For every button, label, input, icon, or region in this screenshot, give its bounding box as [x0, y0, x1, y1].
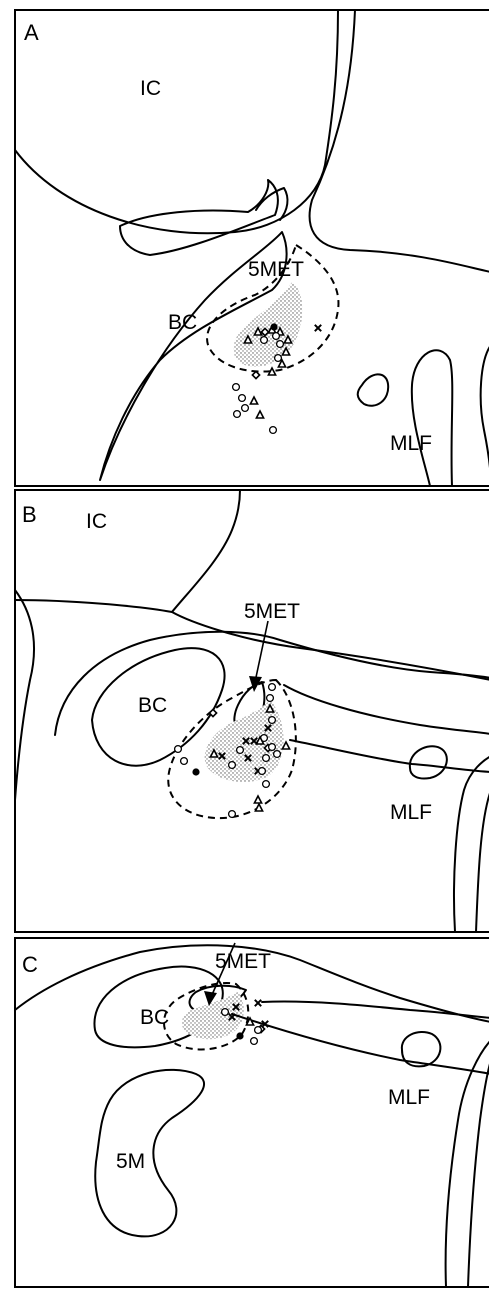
panel-a-triangle-marker — [268, 368, 275, 375]
panel-c-5m-outline — [95, 1070, 204, 1237]
panel-b-tract — [290, 740, 489, 772]
panel-b-triangle-marker — [282, 742, 289, 749]
panel-a-markers — [233, 323, 322, 433]
panel-a-frame — [15, 10, 489, 486]
panel-a-cross-marker — [315, 325, 321, 331]
panel-a-gyrus-1 — [120, 180, 278, 255]
panel-c-letter: C — [22, 952, 38, 977]
panel-a-mlf-outline — [412, 350, 452, 486]
panel-b-open-circle-marker — [263, 755, 270, 762]
panel-c-bc-label: BC — [140, 1006, 169, 1029]
panel-a-open-circle-marker — [273, 333, 280, 340]
panel-b-midline-2 — [476, 790, 489, 932]
panel-b-filled-dot-marker — [192, 768, 199, 775]
panel-a-open-circle-marker — [234, 411, 241, 418]
panel-a-midline — [481, 345, 489, 486]
panel-b-left-lobe — [15, 590, 34, 800]
panel-b-open-circle-marker — [181, 758, 188, 765]
panel-c-open-circle-marker — [251, 1038, 258, 1045]
panel-a: A IC 5MET BC MLF — [15, 10, 489, 486]
panel-b: B IC 5MET BC MLF — [15, 490, 489, 932]
panel-a-triangle-marker — [256, 411, 263, 418]
panel-b-triangle-marker — [255, 804, 262, 811]
panel-a-diamond-marker — [252, 371, 259, 378]
panel-b-frame — [15, 490, 489, 932]
panel-b-ic-outline — [15, 490, 240, 612]
panel-b-open-circle-marker — [269, 744, 276, 751]
panel-b-open-circle-marker — [267, 695, 274, 702]
panel-a-5met-label: 5MET — [248, 258, 304, 281]
panel-c-filled-dot-marker — [236, 1032, 243, 1039]
panel-c-5m-label: 5M — [116, 1150, 145, 1173]
panel-c-5met-label: 5MET — [215, 950, 271, 973]
panel-b-mlf-outline — [410, 746, 447, 778]
panel-b-open-circle-marker — [269, 717, 276, 724]
panel-b-mlf-label: MLF — [390, 801, 432, 824]
panel-b-triangle-marker — [254, 796, 261, 803]
panel-b-5met-arrow — [255, 621, 268, 682]
panel-a-open-circle-marker — [261, 337, 268, 344]
panel-a-open-circle-marker — [277, 341, 284, 348]
panel-c: C 5MET BC MLF 5M — [15, 938, 489, 1287]
panel-a-bc-label: BC — [168, 311, 197, 334]
panel-a-open-circle-marker — [233, 384, 240, 391]
panel-c-frame — [15, 938, 489, 1287]
panel-c-cross-marker — [255, 1000, 261, 1006]
panel-a-small-nucleus — [358, 374, 388, 405]
panel-a-stippled-nucleus — [234, 282, 303, 367]
panel-a-letter: A — [24, 20, 39, 45]
panel-a-filled-dot-marker — [270, 323, 277, 330]
panel-b-open-circle-marker — [229, 811, 236, 818]
panel-c-mlf-label: MLF — [388, 1086, 430, 1109]
panel-b-midline — [454, 756, 489, 932]
panel-b-letter: B — [22, 502, 37, 527]
panel-b-open-circle-marker — [269, 684, 276, 691]
panel-b-open-circle-marker — [175, 746, 182, 753]
panel-b-open-circle-marker — [237, 747, 244, 754]
panel-a-open-circle-marker — [270, 427, 277, 434]
panel-a-triangle-marker — [250, 397, 257, 404]
panel-b-ic-label: IC — [86, 510, 107, 533]
panel-b-tract-top — [284, 685, 489, 734]
panel-b-open-circle-marker — [274, 751, 281, 758]
panel-a-ic-label: IC — [140, 77, 161, 100]
panel-c-midline — [446, 1040, 489, 1287]
panel-b-ic-edge — [172, 612, 489, 680]
panel-b-open-circle-marker — [229, 762, 236, 769]
panel-b-open-circle-marker — [259, 768, 266, 775]
panel-b-open-circle-marker — [263, 781, 270, 788]
panel-a-mlf-label: MLF — [390, 432, 432, 455]
panel-a-open-circle-marker — [239, 395, 246, 402]
panel-c-tract-top — [262, 1002, 489, 1018]
panel-b-5met-label: 5MET — [244, 600, 300, 623]
panel-b-bc-label: BC — [138, 694, 167, 717]
panel-a-ic-outline — [15, 10, 338, 233]
panel-a-open-circle-marker — [275, 355, 282, 362]
panel-c-open-circle-marker — [255, 1027, 262, 1034]
panel-c-midline-2 — [468, 1060, 489, 1287]
panel-c-open-circle-marker — [222, 1009, 229, 1016]
panel-a-open-circle-marker — [242, 405, 249, 412]
panel-c-tract-bottom — [232, 1014, 489, 1074]
